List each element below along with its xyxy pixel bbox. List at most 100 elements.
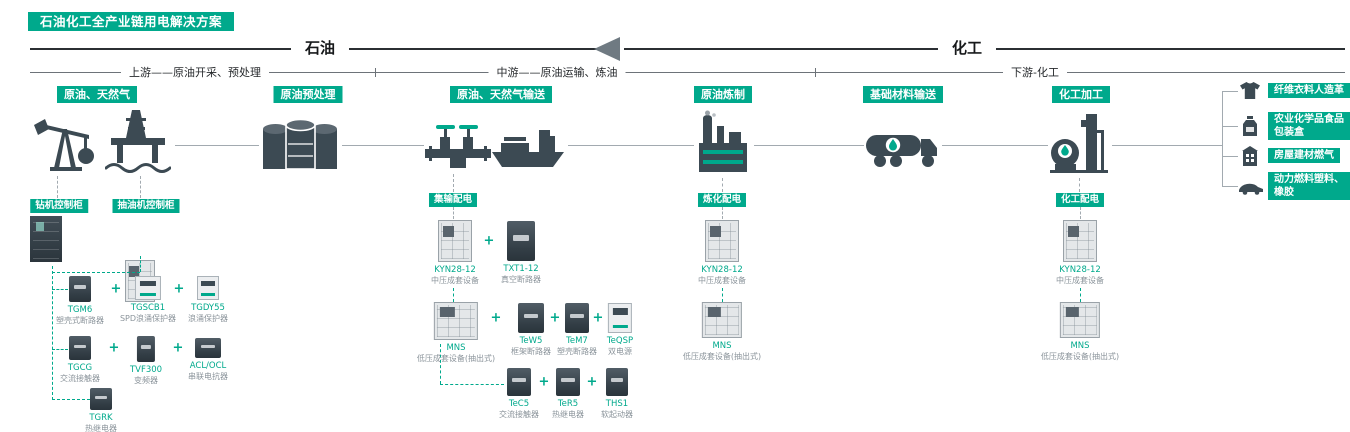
product-name: TeQSP xyxy=(606,336,634,346)
product-item-kyn28-gathering: KYN28-12 中压成套设备 xyxy=(431,220,479,286)
product-item-mns-refining: MNS 低压成套设备(抽出式) xyxy=(683,302,761,362)
bracket-stub xyxy=(1222,186,1238,187)
end-product-fuel: 动力燃料塑料、 橡胶 xyxy=(1268,172,1350,200)
end-product-housing: 房屋建材燃气 xyxy=(1268,148,1340,163)
connector-line xyxy=(754,145,864,146)
tgdy55-device-image xyxy=(197,276,219,300)
product-desc: 中压成套设备 xyxy=(1056,276,1104,285)
product-item-kyn28-chemical: KYN28-12 中压成套设备 xyxy=(1056,220,1104,286)
product-desc: 低压成套设备(抽出式) xyxy=(416,354,496,363)
building-icon xyxy=(1242,146,1258,170)
badge-materials: 基础材料输送 xyxy=(863,86,943,103)
product-desc: 真空断路器 xyxy=(501,275,541,284)
dashed-connector xyxy=(722,207,723,219)
product-item-tem7: TeM7 塑壳断路器 xyxy=(557,303,597,357)
tanker-truck-icon xyxy=(866,124,938,176)
connector-line xyxy=(1112,145,1222,146)
product-desc: SPD浪涌保护器 xyxy=(119,314,177,323)
plus-sign: + xyxy=(586,374,598,390)
end-products-bracket xyxy=(1222,91,1223,186)
product-name: TGDY55 xyxy=(191,303,225,313)
dashed-connector xyxy=(1080,288,1081,302)
dashed-connector xyxy=(453,288,454,302)
product-name: KYN28-12 xyxy=(1059,265,1101,275)
ths1-device-image xyxy=(606,368,628,396)
dashed-connector xyxy=(140,256,141,272)
bracket-stub xyxy=(1222,126,1238,127)
dashed-connector xyxy=(440,384,504,385)
group-pump-cabinet-label: 抽油机控制柜 xyxy=(112,199,180,213)
pipeline-valve-icon xyxy=(425,120,491,176)
acl-ocl-device-image xyxy=(195,338,221,358)
badge-crude-gas: 原油、天然气 xyxy=(57,86,137,103)
product-item-tgm6: TGM6 塑壳式断路器 xyxy=(56,276,104,326)
connector-line xyxy=(942,145,1048,146)
kyn28-cabinet-image xyxy=(1063,220,1097,262)
product-desc: 双电源 xyxy=(607,347,632,356)
plus-sign: + xyxy=(172,340,184,356)
chemical-segment-label: 化工 xyxy=(937,39,997,57)
product-name: ACL/OCL xyxy=(189,361,227,371)
connector-line xyxy=(342,145,424,146)
tec5-device-image xyxy=(507,368,531,396)
product-name: TeM7 xyxy=(566,336,588,346)
group-refining-label: 炼化配电 xyxy=(697,193,747,207)
product-item-ths1: THS1 软起动器 xyxy=(601,368,633,420)
product-name: TeW5 xyxy=(519,336,543,346)
stage-upstream-label: 上游——原油开采、预处理 xyxy=(121,66,269,80)
tgm6-device-image xyxy=(69,276,91,302)
product-name: KYN28-12 xyxy=(434,265,476,275)
product-name: MNS xyxy=(712,341,732,351)
product-name: TGM6 xyxy=(67,305,93,315)
dashed-connector xyxy=(140,176,141,198)
product-name: MNS xyxy=(446,343,466,353)
product-desc: 低压成套设备(抽出式) xyxy=(682,352,762,361)
stage-line xyxy=(30,72,1345,73)
dashed-connector xyxy=(52,272,140,273)
dashed-connector xyxy=(52,349,68,350)
product-name: TGRK xyxy=(89,413,113,423)
flow-divider-arrow-icon xyxy=(594,37,620,61)
product-item-acl-ocl: ACL/OCL 串联电抗器 xyxy=(188,338,228,382)
product-desc: 串联电抗器 xyxy=(188,372,228,381)
stage-divider-tick xyxy=(815,68,816,77)
group-drill-cabinet-label: 钻机控制柜 xyxy=(30,199,88,213)
tew5-device-image xyxy=(518,303,544,333)
product-desc: 交流接触器 xyxy=(499,410,539,419)
product-item-teqsp: TeQSP 双电源 xyxy=(607,303,633,357)
chemical-plant-icon xyxy=(1050,112,1108,180)
bottle-icon xyxy=(1242,116,1258,140)
tem7-device-image xyxy=(565,303,589,333)
product-item-tec5: TeC5 交流接触器 xyxy=(499,368,539,420)
connector-line xyxy=(175,145,259,146)
product-item-tvf300: TVF300 变频器 xyxy=(130,336,162,386)
storage-tanks-icon xyxy=(261,116,339,176)
dashed-connector xyxy=(1080,207,1081,219)
product-desc: 热继电器 xyxy=(552,410,584,419)
product-desc: 中压成套设备 xyxy=(431,276,479,285)
page-title: 石油化工全产业链用电解决方案 xyxy=(28,12,235,31)
product-desc: 塑壳断路器 xyxy=(557,347,597,356)
product-name: KYN28-12 xyxy=(701,265,743,275)
drill-control-cabinet-image xyxy=(30,216,62,262)
product-name: TXT1-12 xyxy=(503,264,539,274)
product-name: MNS xyxy=(1070,341,1090,351)
product-item-mns-gathering: MNS 低压成套设备(抽出式) xyxy=(417,302,495,364)
plus-sign: + xyxy=(483,233,495,249)
teqsp-device-image xyxy=(607,303,632,333)
txt1-12-device-image xyxy=(507,221,535,261)
mns-cabinet-image xyxy=(702,302,742,338)
plus-sign: + xyxy=(110,281,122,297)
dashed-connector xyxy=(453,174,454,192)
badge-processing: 化工加工 xyxy=(1052,86,1110,103)
tgcg-device-image xyxy=(69,336,91,360)
petroleum-segment-label: 石油 xyxy=(290,39,350,57)
product-item-tgscb1: TGSCB1 SPD浪涌保护器 xyxy=(120,276,176,324)
refinery-icon xyxy=(696,110,750,180)
product-desc: 框架断路器 xyxy=(511,347,551,356)
product-desc: 低压成套设备(抽出式) xyxy=(1040,352,1120,361)
tgscb1-device-image xyxy=(135,276,161,300)
tvf300-device-image xyxy=(137,336,155,362)
plus-sign: + xyxy=(173,281,185,297)
